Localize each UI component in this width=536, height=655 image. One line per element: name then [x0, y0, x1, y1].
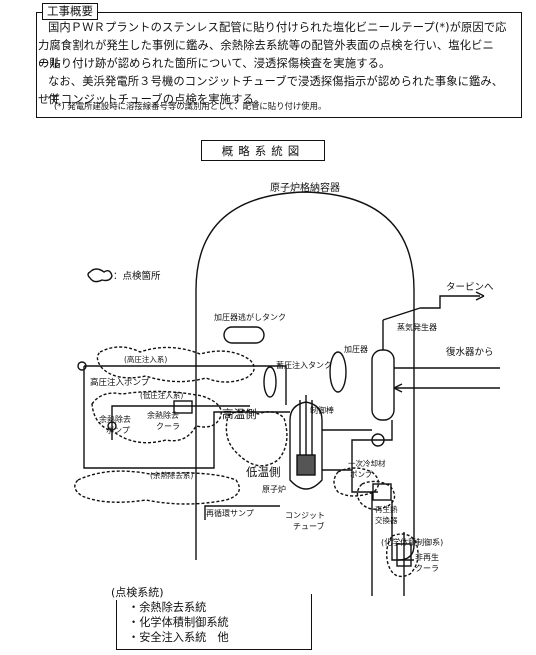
regen-hx-label-2: 交換器 — [375, 515, 398, 525]
rhr-pump-label-1: 余熱除去 — [99, 414, 131, 424]
containment-vessel — [195, 191, 415, 561]
pressurizer-relief-tank-label: 加圧器逃がしタンク — [214, 312, 286, 322]
reactor-vessel — [289, 401, 323, 490]
summary-para1-line1: 国内ＰＷＲプラントのステンレス配管に貼り付けられた塩化ビニールテープ(*)が原因… — [48, 21, 507, 34]
reactor-core — [296, 454, 316, 476]
high-pressure-injection-pump-label: 高圧注入ポンプ — [90, 377, 150, 388]
rhr-cooler — [173, 400, 193, 414]
recirculation-sump-label: 再循環サンプ — [206, 508, 254, 518]
rhr-cooler-label-1: 余熱除去 — [147, 410, 179, 420]
legend-item: ・化学体積制御系統 — [128, 616, 229, 629]
nonregen-cooler-label-1: 非再生 — [415, 552, 439, 562]
conduit-tube-label-1: コンジット — [285, 511, 325, 520]
inspection-cloud — [356, 480, 396, 510]
inspection-cloud — [96, 346, 255, 383]
legend-cloud — [87, 268, 113, 283]
conduit-tube-label-2: チューブ — [293, 521, 325, 531]
high-pressure-injection-system-label: (高圧注入系) — [124, 354, 167, 364]
pressurizer-relief-tank — [223, 326, 265, 344]
pressurizer-label: 加圧器 — [344, 344, 368, 354]
nonregen-cooler-label-2: クーラ — [415, 564, 439, 573]
accumulator-label: 蓄圧注入タンク — [276, 360, 332, 370]
containment-label: 原子炉格納容器 — [270, 181, 340, 194]
legend-item: ・安全注入系統 他 — [128, 631, 229, 644]
coolant-pump-label-1: 一次冷却材 — [348, 458, 386, 468]
diagram-title: 概略系統図 — [201, 140, 325, 161]
condenser-label: 復水器から — [446, 346, 494, 358]
summary-box — [36, 12, 522, 118]
legend-item: ・余熱除去系統 — [128, 601, 207, 614]
reactor-label: 原子炉 — [262, 484, 286, 494]
turbine-label: タービンへ — [446, 282, 494, 293]
summary-para1-line2: 力腐食割れが発生した事例に鑑み、余熱除去系統等の配管外表面の点検を行い、塩化ビニ… — [38, 39, 494, 70]
legend-point-label: ：点検箇所 — [113, 270, 161, 282]
inspection-cloud — [333, 467, 380, 497]
low-pressure-injection-system-label: (低圧注入系) — [140, 390, 183, 400]
summary-para2-line1: なお、美浜発電所３号機のコンジットチューブで浸透探傷指示が認められた事象に鑑み、… — [48, 75, 504, 106]
hot-leg-label: 高温側 — [222, 407, 257, 421]
summary-para1-line3: の貼り付け跡が認められた箇所について、浸透探傷検査を実施する。 — [38, 57, 391, 70]
summary-title: 工事概要 — [42, 3, 98, 20]
regen-heat-exchanger — [372, 483, 392, 501]
inspection-cloud — [225, 409, 288, 467]
steam-generator — [371, 349, 395, 421]
inspection-cloud — [91, 390, 222, 444]
coolant-pump — [371, 433, 385, 447]
cold-leg-label: 低温側 — [246, 465, 281, 479]
high-pressure-injection-pump — [77, 361, 87, 371]
rhr-pump — [107, 421, 117, 431]
steam-generator-label: 蒸気発生器 — [397, 322, 437, 332]
accumulator — [263, 366, 277, 398]
regen-hx-label-1: 再生熱 — [375, 504, 398, 514]
summary-note: (*) 発電所建設時に溶接線番号等の識別用として、配管に貼り付け使用。 — [54, 101, 327, 111]
cvcs-label: (化学体積制御系) — [381, 537, 443, 547]
legend-title: (点検系統) — [108, 586, 167, 600]
coolant-pump-label-2: ポンプ — [350, 470, 373, 479]
summary-para2-line2: せてコンジットチューブの点検を実施する。 — [38, 93, 266, 106]
rhr-cooler-label-2: クーラ — [156, 422, 180, 431]
rhr-system-label: (余熱除去系) — [150, 470, 193, 480]
inspection-cloud — [385, 533, 419, 578]
control-rod-label: 制御棒 — [310, 405, 334, 415]
rhr-pump-label-2: ポンプ — [106, 426, 130, 435]
nonregen-cooler — [396, 543, 412, 567]
legend-box — [116, 594, 312, 650]
pressurizer — [329, 351, 347, 393]
